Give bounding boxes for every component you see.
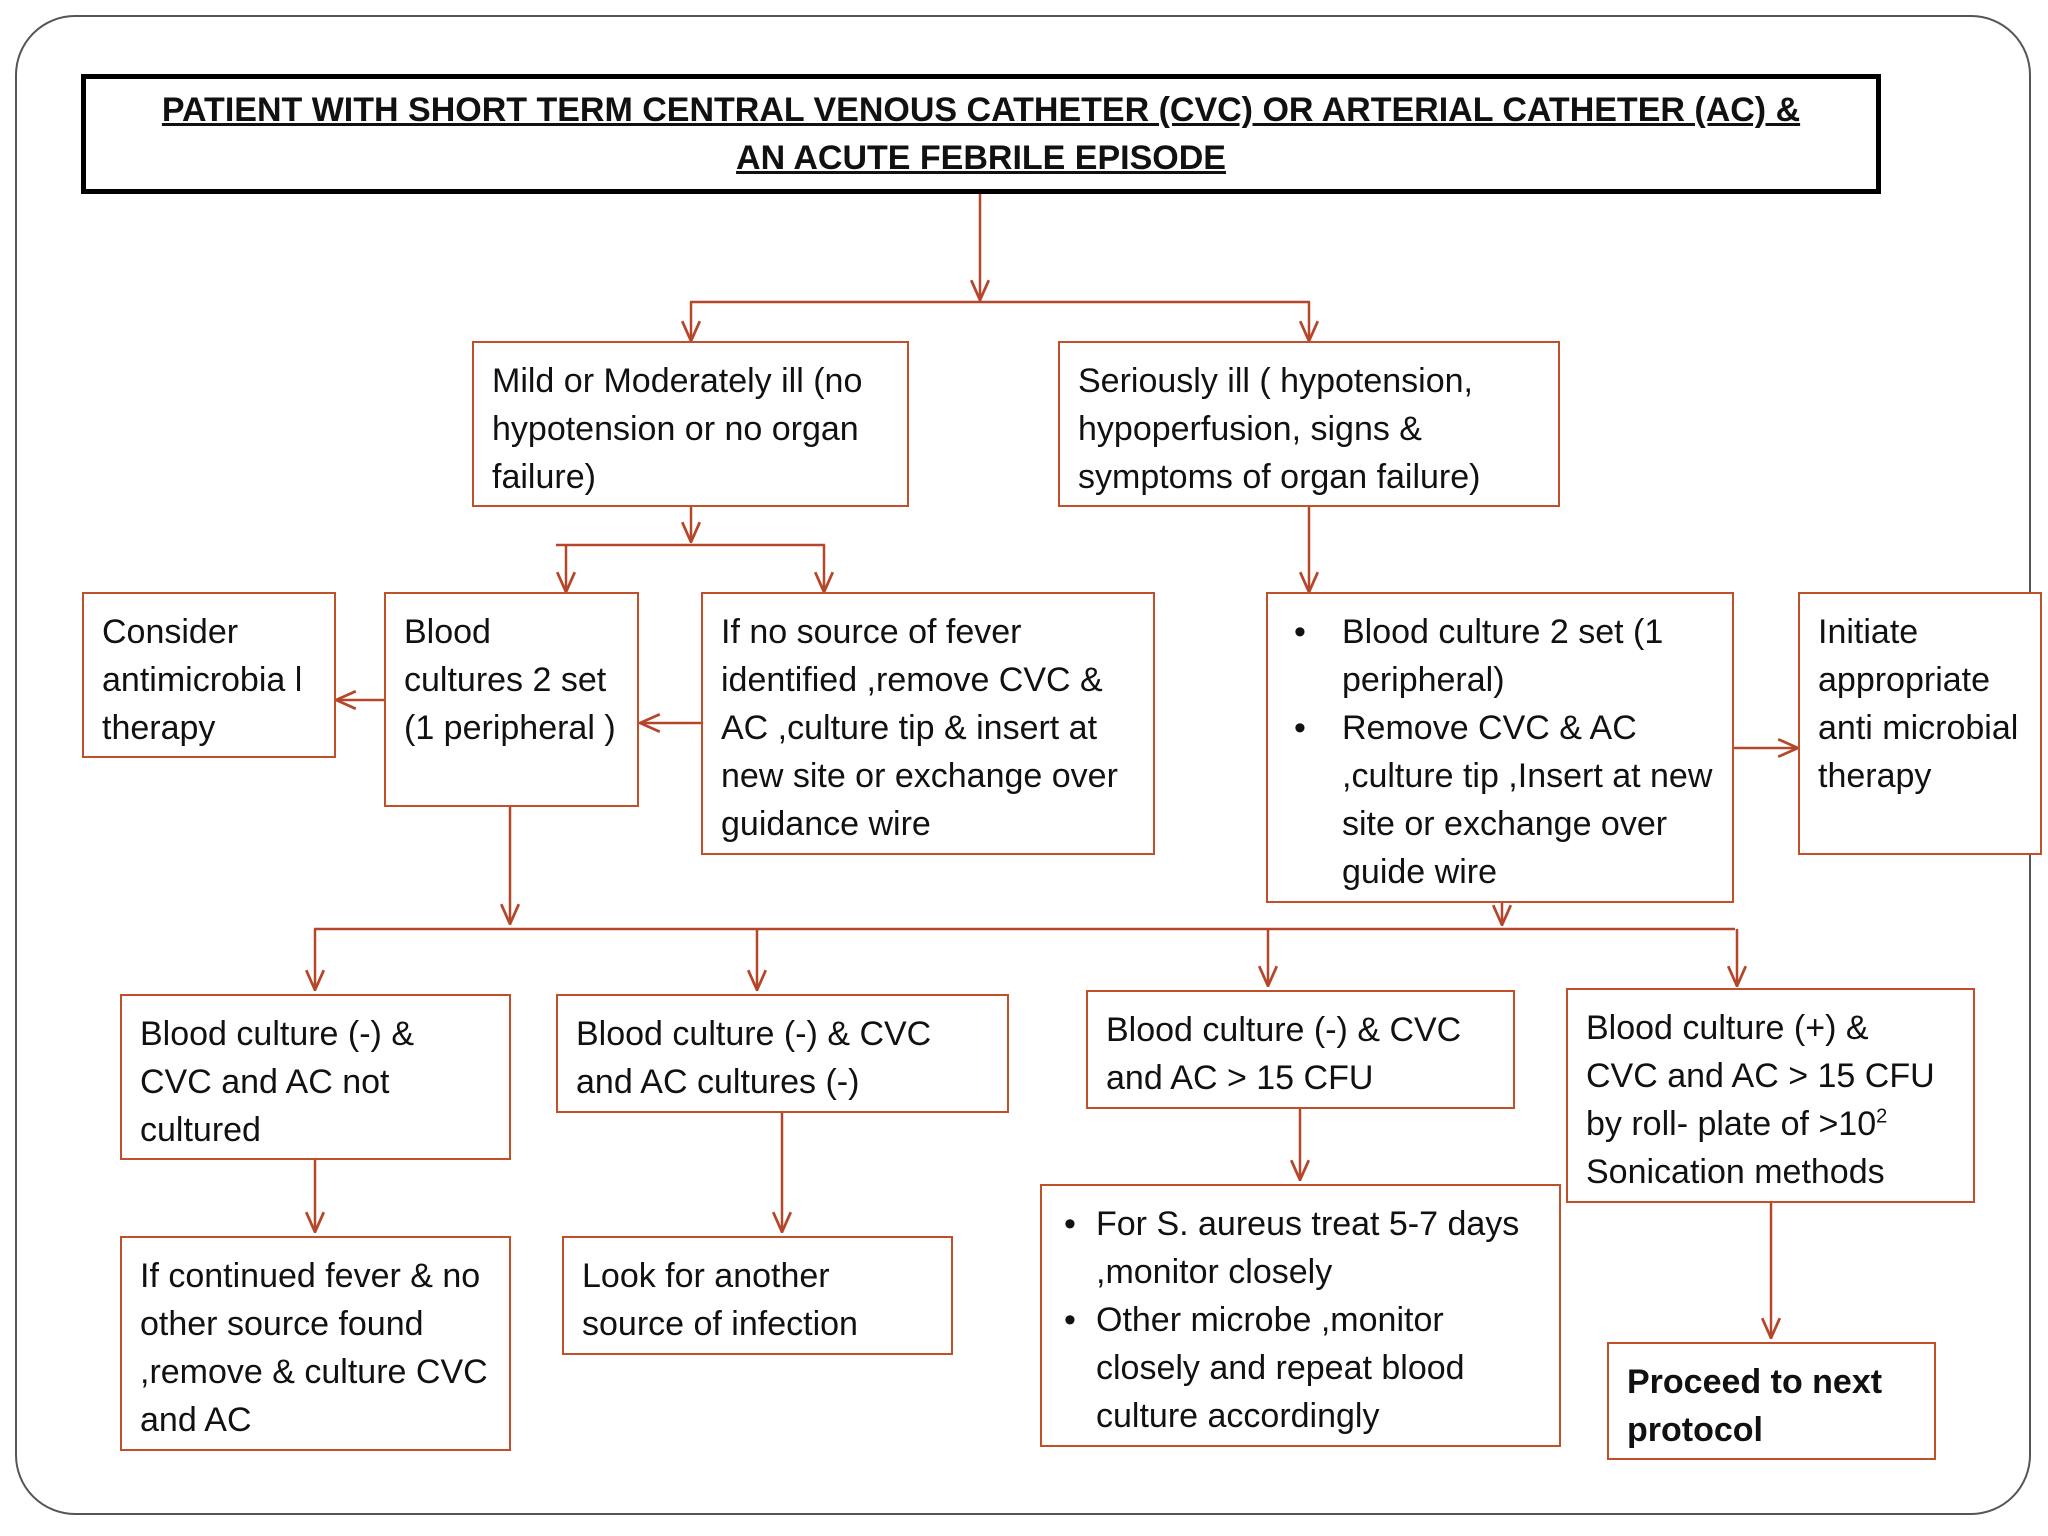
bc-pos-line-3: by roll- plate of >102 bbox=[1586, 1100, 1955, 1148]
title-line-1: PATIENT WITH SHORT TERM CENTRAL VENOUS C… bbox=[161, 91, 1801, 129]
bc-pos-exponent: 2 bbox=[1876, 1105, 1888, 1128]
bc-pos-line-4: Sonication methods bbox=[1586, 1153, 1885, 1191]
bc-neg-cultures-neg-box: Blood culture (-) & CVC and AC cultures … bbox=[556, 994, 1009, 1113]
proceed-text: Proceed to next protocol bbox=[1627, 1363, 1883, 1449]
bc-neg-gt15-text: Blood culture (-) & CVC and AC > 15 CFU bbox=[1106, 1011, 1462, 1097]
look-another-box: Look for another source of infection bbox=[562, 1236, 953, 1355]
serious-action-item: Blood culture 2 set (1 peripheral) bbox=[1286, 608, 1714, 704]
look-another-text: Look for another source of infection bbox=[582, 1257, 858, 1343]
no-source-box: If no source of fever identified ,remove… bbox=[701, 592, 1155, 855]
title-line-2: AN ACUTE FEBRILE EPISODE bbox=[736, 139, 1226, 177]
bc-pos-line-2: CVC and AC > 15 CFU bbox=[1586, 1057, 1935, 1095]
title-box: PATIENT WITH SHORT TERM CENTRAL VENOUS C… bbox=[81, 74, 1881, 194]
no-source-text: If no source of fever identified ,remove… bbox=[721, 613, 1118, 843]
s-aureus-box: For S. aureus treat 5-7 days ,monitor cl… bbox=[1040, 1184, 1561, 1447]
bc-pos-line-1: Blood culture (+) & bbox=[1586, 1009, 1869, 1047]
consider-antimicrobial-text: Consider antimicrobia l therapy bbox=[102, 613, 303, 747]
bc-pos-box: Blood culture (+) & CVC and AC > 15 CFU … bbox=[1566, 988, 1975, 1203]
serious-text: Seriously ill ( hypotension, hypoperfusi… bbox=[1078, 362, 1481, 496]
continued-fever-box: If continued fever & no other source fou… bbox=[120, 1236, 511, 1451]
mild-box: Mild or Moderately ill (no hypotension o… bbox=[472, 341, 909, 507]
initiate-therapy-box: Initiate appropriate anti microbial ther… bbox=[1798, 592, 2042, 855]
blood-cultures-mild-text: Blood cultures 2 set (1 peripheral ) bbox=[404, 613, 616, 747]
s-aureus-item: Other microbe ,monitor closely and repea… bbox=[1060, 1296, 1541, 1440]
blood-cultures-mild-box: Blood cultures 2 set (1 peripheral ) bbox=[384, 592, 639, 807]
bc-pos-line-3-text: by roll- plate of >10 bbox=[1586, 1105, 1877, 1143]
serious-actions-box: Blood culture 2 set (1 peripheral) Remov… bbox=[1266, 592, 1734, 903]
serious-box: Seriously ill ( hypotension, hypoperfusi… bbox=[1058, 341, 1560, 507]
proceed-box: Proceed to next protocol bbox=[1607, 1342, 1936, 1460]
s-aureus-item: For S. aureus treat 5-7 days ,monitor cl… bbox=[1060, 1200, 1541, 1296]
initiate-therapy-text: Initiate appropriate anti microbial ther… bbox=[1818, 613, 2019, 795]
bc-neg-not-cultured-text: Blood culture (-) & CVC and AC not cultu… bbox=[140, 1015, 414, 1149]
bc-neg-gt15-box: Blood culture (-) & CVC and AC > 15 CFU bbox=[1086, 990, 1515, 1109]
consider-antimicrobial-box: Consider antimicrobia l therapy bbox=[82, 592, 336, 758]
s-aureus-list: For S. aureus treat 5-7 days ,monitor cl… bbox=[1060, 1200, 1541, 1440]
bc-neg-cultures-neg-text: Blood culture (-) & CVC and AC cultures … bbox=[576, 1015, 932, 1101]
mild-text: Mild or Moderately ill (no hypotension o… bbox=[492, 362, 863, 496]
continued-fever-text: If continued fever & no other source fou… bbox=[140, 1257, 488, 1439]
serious-action-item: Remove CVC & AC ,culture tip ,Insert at … bbox=[1286, 704, 1714, 896]
serious-actions-list: Blood culture 2 set (1 peripheral) Remov… bbox=[1286, 608, 1714, 896]
bc-neg-not-cultured-box: Blood culture (-) & CVC and AC not cultu… bbox=[120, 994, 511, 1160]
